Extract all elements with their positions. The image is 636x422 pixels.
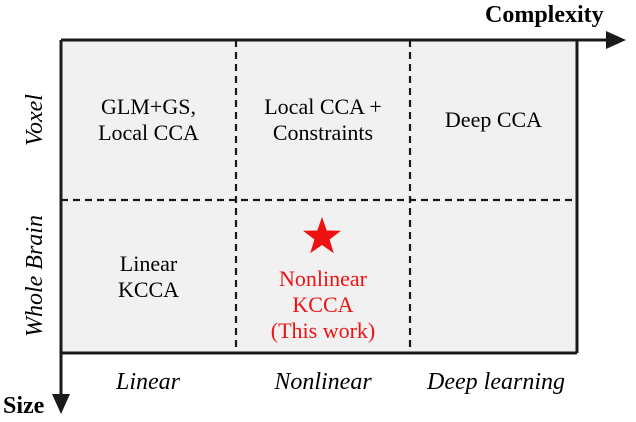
y-axis-title: Size	[3, 393, 45, 419]
y-axis-arrowhead	[52, 394, 70, 414]
row-label-voxel: Voxel	[22, 94, 48, 146]
cell-whole-brain-nonlinear: Nonlinear KCCA (This work)	[236, 258, 410, 352]
cell-voxel-nonlinear: Local CCA + Constraints	[236, 42, 410, 198]
row-label-whole-brain: Whole Brain	[22, 215, 48, 337]
cell-text-line: Linear	[119, 251, 178, 277]
column-label-nonlinear: Nonlinear	[274, 369, 372, 395]
cell-text-line: Nonlinear	[279, 266, 367, 292]
star-icon	[303, 217, 341, 254]
cell-text-line: (This work)	[270, 317, 376, 343]
cell-whole-brain-deep-learning	[410, 202, 577, 352]
x-axis-arrowhead	[606, 31, 626, 49]
x-axis-title: Complexity	[485, 2, 604, 28]
cell-text-line: Local CCA +	[264, 94, 382, 120]
column-label-linear: Linear	[115, 369, 180, 395]
cell-whole-brain-linear: Linear KCCA	[61, 202, 236, 352]
cell-text-line: Constraints	[272, 120, 374, 145]
cell-text-line: Deep CCA	[444, 107, 543, 133]
cell-voxel-linear: GLM+GS, Local CCA	[61, 42, 236, 198]
cell-text-line: GLM+GS,	[101, 94, 196, 120]
cell-text-line: KCCA	[292, 292, 354, 318]
cell-voxel-deep-learning: Deep CCA	[410, 42, 577, 198]
cell-text-line: KCCA	[117, 277, 180, 302]
cell-text-line: Local CCA	[98, 120, 199, 145]
grid-background	[61, 40, 577, 353]
column-label-deep-learning: Deep learning	[427, 369, 565, 395]
